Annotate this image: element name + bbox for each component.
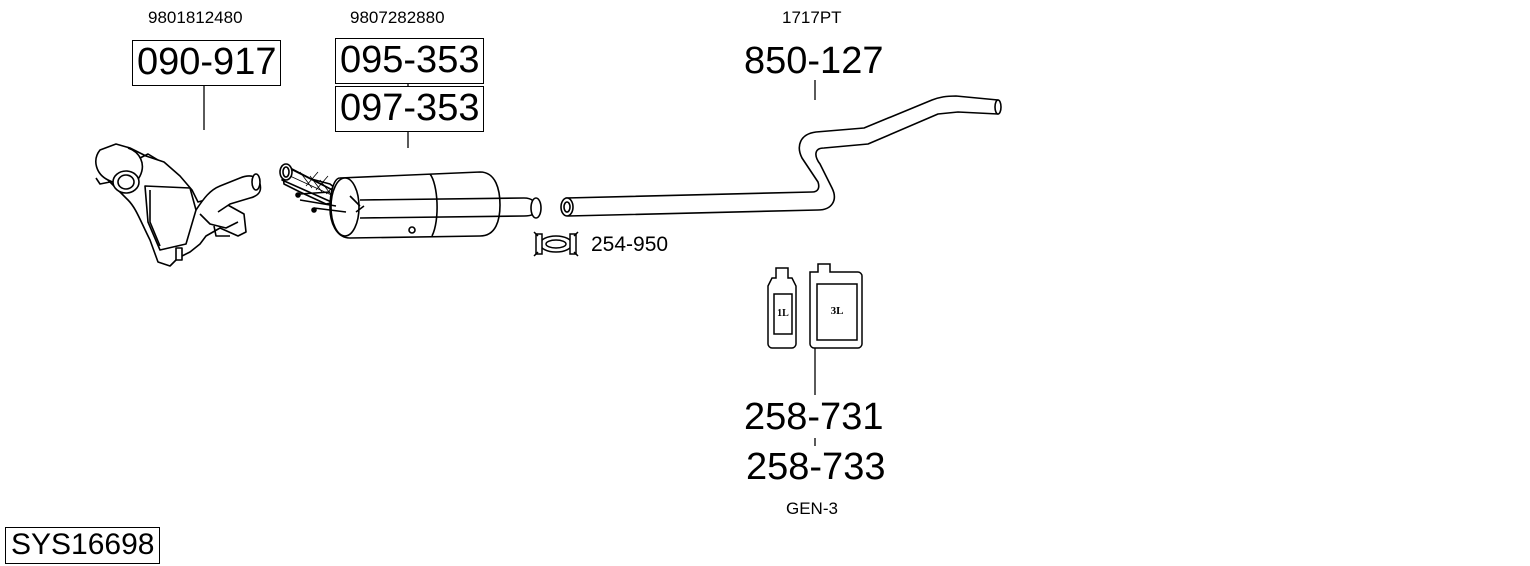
container-label-1l: 1L [777, 308, 789, 319]
particulate-filter-drawing [279, 163, 542, 239]
part-number-850-127[interactable]: 850-127 [744, 40, 884, 82]
part-number-095-353[interactable]: 095-353 [335, 38, 485, 84]
system-code: SYS16698 [5, 527, 161, 564]
additive-generation-label: GEN-3 [786, 499, 838, 518]
part-number-258-731[interactable]: 258-731 [744, 396, 884, 438]
part-number-258-733[interactable]: 258-733 [746, 446, 886, 488]
part-number-254-950[interactable]: 254-950 [591, 233, 669, 256]
oem-number-1717pt: 1717PT [782, 8, 842, 27]
catalytic-converter-drawing [95, 143, 262, 267]
part-number-090-917[interactable]: 090-917 [132, 40, 282, 86]
oem-number-9807282880: 9807282880 [350, 8, 445, 27]
clamp-drawing [533, 231, 579, 257]
rear-pipe-drawing [560, 95, 1002, 217]
part-number-097-353[interactable]: 097-353 [335, 86, 485, 132]
additive-containers-drawing: 1L 3L [767, 263, 863, 349]
oem-number-9801812480: 9801812480 [148, 8, 243, 27]
container-label-3l: 3L [831, 305, 844, 317]
